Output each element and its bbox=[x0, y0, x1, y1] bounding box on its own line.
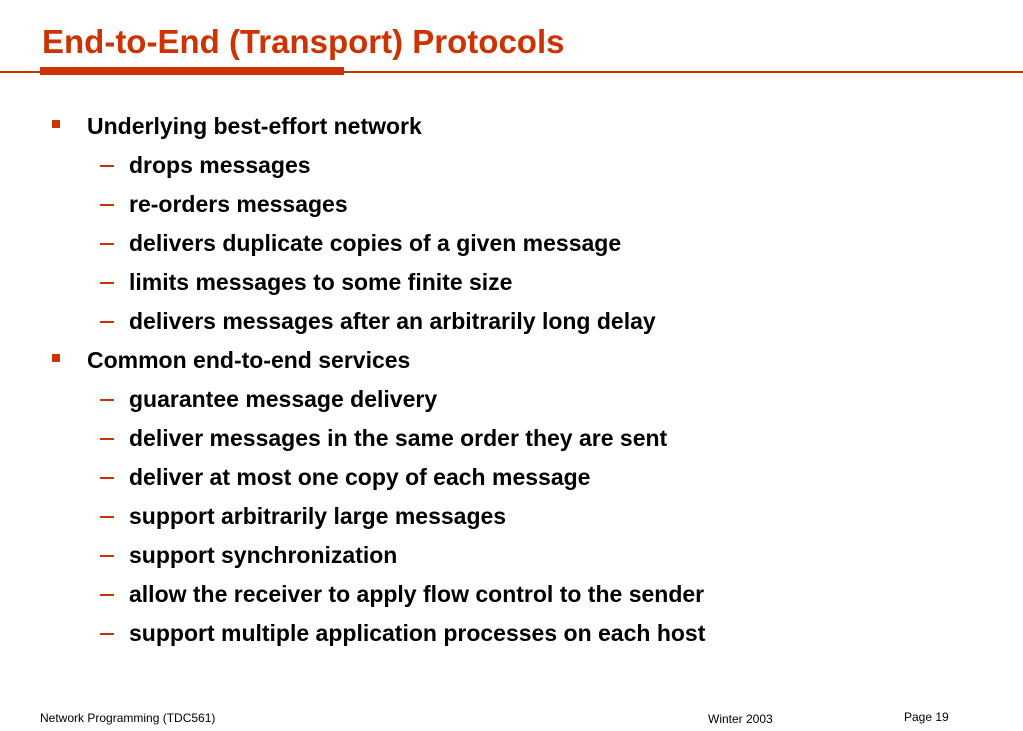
sub-bullet: guarantee message delivery bbox=[100, 380, 437, 419]
footer-term: Winter 2003 bbox=[708, 712, 773, 726]
dash-bullet-icon bbox=[100, 515, 114, 518]
bullet-section-2: Common end-to-end services bbox=[52, 341, 410, 380]
dash-bullet-icon bbox=[100, 437, 114, 440]
dash-bullet-icon bbox=[100, 632, 114, 635]
bullet-section-1: Underlying best-effort network bbox=[52, 107, 422, 146]
sub-bullet-text: guarantee message delivery bbox=[129, 386, 438, 412]
sub-bullet-text: support synchronization bbox=[129, 542, 398, 568]
dash-bullet-icon bbox=[100, 398, 114, 401]
sub-bullet-text: allow the receiver to apply flow control… bbox=[129, 581, 705, 607]
bullet-heading: Underlying best-effort network bbox=[87, 113, 422, 139]
sub-bullet: delivers messages after an arbitrarily l… bbox=[100, 302, 656, 341]
footer-course: Network Programming (TDC561) bbox=[40, 711, 216, 725]
sub-bullet: delivers duplicate copies of a given mes… bbox=[100, 224, 621, 263]
sub-bullet-text: delivers messages after an arbitrarily l… bbox=[129, 308, 656, 334]
dash-bullet-icon bbox=[100, 203, 114, 206]
dash-bullet-icon bbox=[100, 164, 114, 167]
sub-bullet: support arbitrarily large messages bbox=[100, 497, 506, 536]
square-bullet-icon bbox=[52, 119, 60, 128]
sub-bullet-text: deliver messages in the same order they … bbox=[129, 425, 668, 451]
sub-bullet: allow the receiver to apply flow control… bbox=[100, 575, 704, 614]
dash-bullet-icon bbox=[100, 593, 114, 596]
bullet-heading: Common end-to-end services bbox=[87, 347, 411, 373]
sub-bullet-text: deliver at most one copy of each message bbox=[129, 464, 591, 490]
dash-bullet-icon bbox=[100, 242, 114, 245]
sub-bullet-text: re-orders messages bbox=[129, 191, 348, 217]
sub-bullet-text: support arbitrarily large messages bbox=[129, 503, 507, 529]
sub-bullet: deliver messages in the same order they … bbox=[100, 419, 667, 458]
sub-bullet-text: drops messages bbox=[129, 152, 311, 178]
title-accent-bar bbox=[40, 67, 344, 75]
sub-bullet: limits messages to some finite size bbox=[100, 263, 512, 302]
sub-bullet: drops messages bbox=[100, 146, 311, 185]
footer-page-number: Page 19 bbox=[904, 710, 949, 724]
square-bullet-icon bbox=[52, 353, 60, 362]
dash-bullet-icon bbox=[100, 320, 114, 323]
dash-bullet-icon bbox=[100, 554, 114, 557]
sub-bullet: re-orders messages bbox=[100, 185, 348, 224]
sub-bullet-text: delivers duplicate copies of a given mes… bbox=[129, 230, 622, 256]
title-underline bbox=[0, 71, 1023, 73]
dash-bullet-icon bbox=[100, 281, 114, 284]
sub-bullet-text: support multiple application processes o… bbox=[129, 620, 706, 646]
sub-bullet: deliver at most one copy of each message bbox=[100, 458, 590, 497]
slide-title: End-to-End (Transport) Protocols bbox=[42, 23, 565, 60]
sub-bullet-text: limits messages to some finite size bbox=[129, 269, 513, 295]
sub-bullet: support multiple application processes o… bbox=[100, 614, 705, 653]
dash-bullet-icon bbox=[100, 476, 114, 479]
sub-bullet: support synchronization bbox=[100, 536, 397, 575]
